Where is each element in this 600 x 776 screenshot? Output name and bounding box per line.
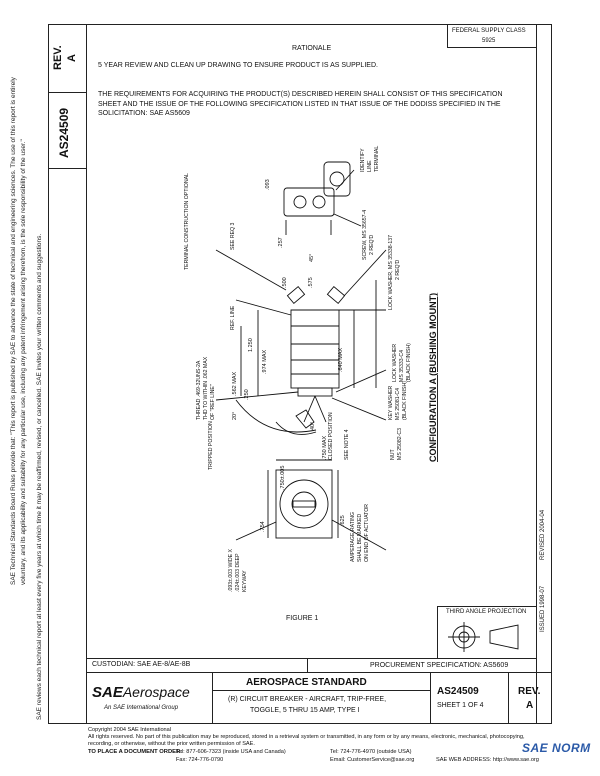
- left-rev-label: REV.: [52, 45, 64, 70]
- order-label: TO PLACE A DOCUMENT ORDER:: [88, 749, 183, 755]
- dim-20: 20°: [232, 412, 238, 420]
- dim-40: 40°: [310, 422, 316, 430]
- dim-974: .974 MAX: [262, 350, 268, 374]
- federal-supply-value: 5925: [482, 38, 496, 44]
- dim-562: .562 MAX: [232, 372, 238, 396]
- dim-250: .250: [244, 389, 250, 400]
- requirements-text: THE REQUIREMENTS FOR ACQUIRING THE PRODU…: [98, 91, 503, 117]
- left-rev-value: A: [66, 54, 78, 62]
- drawing-frame: [86, 24, 552, 724]
- dim-257: .257: [278, 237, 284, 248]
- callout-nut: NUT: [390, 449, 396, 460]
- web-address: SAE WEB ADDRESS: http://www.sae.org: [436, 757, 539, 763]
- callout-ref-line: REF. LINE: [230, 305, 236, 330]
- callout-keyway: .093±.003 WIDE X: [228, 549, 234, 592]
- issued-date: ISSUED 1998-07: [540, 585, 546, 632]
- configuration-title: CONFIGURATION A (BUSHING MOUNT): [428, 293, 438, 462]
- side-note-2: voluntary, and its applicability and sui…: [20, 139, 27, 585]
- dim-500: .500: [282, 277, 288, 288]
- callout-thread-2: THD TO WITHIN .062 MAX: [203, 356, 209, 420]
- footer-rev-value: A: [526, 700, 534, 711]
- figure-label: FIGURE 1: [286, 615, 319, 622]
- callout-amperage-2: SHALL BE MARKED: [357, 514, 363, 562]
- revised-date: REVISED 2004-04: [540, 509, 546, 560]
- copyright-line-2: All rights reserved. No part of this pub…: [88, 734, 525, 740]
- technical-drawing: .093 .257 .500 .575 1.250 .974 MAX .562 …: [184, 146, 438, 592]
- description-line-2: TOGGLE, 5 THRU 15 AMP, TYPE I: [250, 707, 360, 714]
- callout-lockwasher-qty: 2 REQ'D: [395, 259, 401, 280]
- callout-lock-washer-fin: (BLACK FINISH): [406, 343, 412, 382]
- callout-key-washer-fin: (BLACK FINISH): [402, 381, 408, 420]
- logo-tagline: An SAE International Group: [104, 705, 179, 711]
- callout-terminal: TERMINAL: [374, 146, 380, 172]
- procurement-spec: PROCUREMENT SPECIFICATION: AS5609: [370, 662, 509, 669]
- callout-screw: SCREW, MS 35657-4: [362, 210, 368, 260]
- logo-sub: Aerospace: [122, 684, 190, 700]
- copyright-block: Copyright 2004 SAE International All rig…: [88, 727, 598, 748]
- sae-logo: SAEAerospace: [92, 684, 190, 702]
- callout-lock-washer-mk: LOCK WASHER: [392, 344, 398, 382]
- dim-640: .640 MAX: [338, 348, 344, 372]
- left-doc-number: AS24509: [57, 107, 71, 158]
- watermark: SAE NORM: [522, 741, 591, 755]
- side-note-3: SAE reviews each technical report at lea…: [36, 233, 43, 720]
- rationale-title: RATIONALE: [292, 45, 332, 52]
- side-note-1: SAE Technical Standards Board Rules prov…: [10, 77, 17, 585]
- standard-title: AEROSPACE STANDARD: [246, 677, 367, 688]
- order-email: Email: CustomerService@sae.org: [330, 757, 415, 763]
- copyright-line-1: Copyright 2004 SAE International: [88, 727, 172, 733]
- description-line-1: (R) CIRCUIT BREAKER - AIRCRAFT, TRIP-FRE…: [228, 696, 387, 703]
- callout-keyway-2: .024±.003 DEEP: [235, 553, 241, 592]
- rationale-text: 5 YEAR REVIEW AND CLEAN UP DRAWING TO EN…: [98, 62, 378, 69]
- custodian: CUSTODIAN: SAE AE-8/AE-8B: [92, 661, 191, 668]
- third-angle-box: [437, 606, 536, 658]
- callout-see-req: SEE REQ 3: [230, 222, 236, 250]
- federal-supply-label: FEDERAL SUPPLY CLASS: [452, 28, 526, 34]
- dim-754: .754: [260, 521, 266, 532]
- dim-093: .093: [265, 179, 271, 190]
- callout-terminal-construction: TERMINAL CONSTRUCTION OPTIONAL: [184, 173, 190, 270]
- callout-see-note: SEE NOTE 4: [344, 429, 350, 460]
- footer-rev-label: REV.: [518, 686, 541, 697]
- footer-sheet: SHEET 1 OF 4: [437, 702, 484, 709]
- third-angle-symbol: [448, 622, 519, 652]
- dim-750: .750 MAX: [322, 436, 328, 460]
- logo-main: SAE: [92, 684, 123, 701]
- order-fax: Fax: 724-776-0790: [176, 757, 224, 763]
- copyright-line-3: recording, or otherwise, without the pri…: [88, 741, 255, 747]
- dim-750b: .750±.005: [280, 466, 286, 490]
- left-title-column: [48, 24, 86, 724]
- callout-lock-washer-ms: MS 35333-C4: [399, 350, 405, 382]
- order-tel-1: Tel: 877-606-7323 (inside USA and Canada…: [176, 749, 286, 755]
- callout-line: LINE: [367, 160, 373, 172]
- callout-amperage-3: ON END OF ACTUATOR: [364, 504, 370, 562]
- callout-keyway-3: KEYWAY: [242, 570, 248, 592]
- third-angle-label: THIRD ANGLE PROJECTION: [446, 609, 527, 615]
- callout-identify: IDENTIFY: [360, 148, 366, 172]
- callout-nut-ms: MS 25082-C3: [397, 428, 403, 460]
- callout-tripped: TRIPPED POSITION: [208, 421, 214, 470]
- dim-45: 45°: [309, 254, 315, 262]
- callout-thread-3: OF "REF LINE": [210, 384, 216, 420]
- callout-amperage: AMPERAGE RATING: [350, 512, 356, 562]
- dim-625: .625: [340, 515, 346, 526]
- callout-lockwasher: LOCK WASHER, MS 35338-137: [388, 235, 394, 310]
- federal-supply-box: [447, 24, 536, 48]
- callout-closed: CLOSED POSITION: [328, 412, 334, 460]
- footer-doc-number: AS24509: [437, 686, 479, 697]
- dim-575: .575: [308, 277, 314, 288]
- dim-1250: 1.250: [248, 338, 254, 352]
- callout-key-washer-ms: MS 25081-C4: [395, 388, 401, 420]
- callout-screw-qty: 2 REQ'D: [369, 234, 375, 255]
- callout-key-washer: KEY WASHER: [388, 385, 394, 420]
- order-tel-2: Tel: 724-776-4970 (outside USA): [330, 749, 412, 755]
- callout-thread: THREAD .469-32UNS-2A: [196, 360, 202, 420]
